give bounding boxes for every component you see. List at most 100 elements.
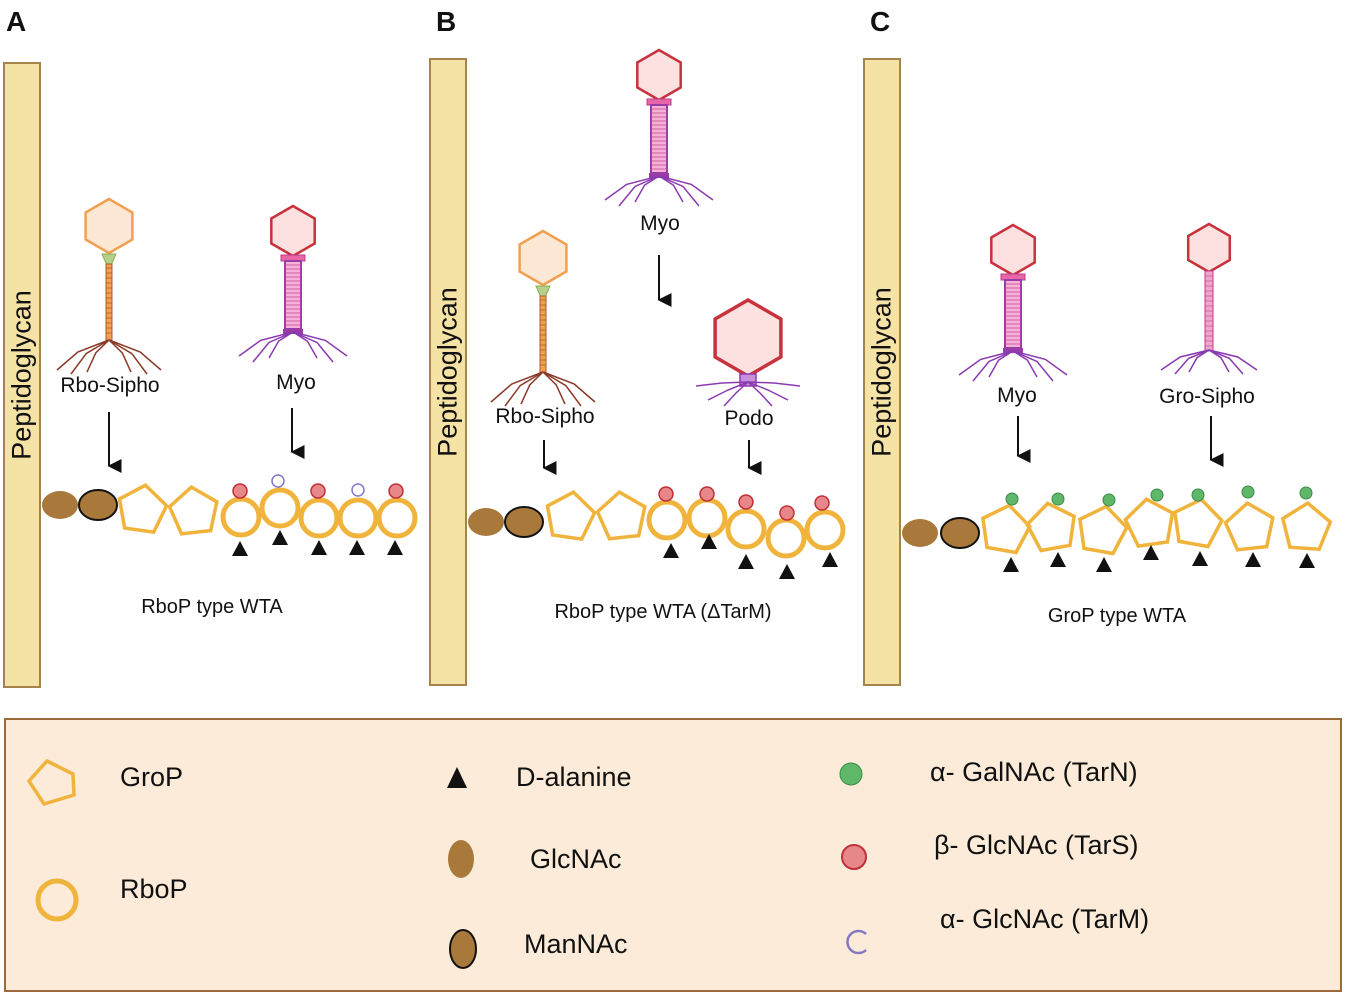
phage-rbo-sipho-b-capsid [518,229,568,287]
phage-podo-b-fiber [747,381,773,407]
d-alanine-triangle [311,540,327,555]
rbop-ring [686,497,728,539]
anchor-c-mannac [940,517,980,549]
phage-gro-sipho-c-capsid [1186,222,1232,274]
phage-myo-c-fiber [988,350,1014,378]
grop-pentagon [1123,497,1175,549]
legend-label-glcnac-tars: β- GlcNAc (TarS) [934,830,1139,860]
ring-icon [35,878,79,922]
panel-label-c: C [870,6,891,37]
legend-label-grop: GroP [120,762,184,792]
caption-b: RboP type WTA (ΔTarM) [554,601,772,623]
grop-pentagon [167,484,219,536]
phage-label-rbo-sipho-b: Rbo-Sipho [495,405,595,428]
d-alanine-triangle [1003,557,1019,572]
rbop-ring [725,508,767,550]
anchor-a-mannac [78,489,118,521]
phage-myo-a-fiber [252,331,294,363]
legend: GroP RboP D-alanine GlcNAc ManNAc α- Gal… [4,718,1342,992]
phage-rbo-sipho-b-fiber [542,371,566,405]
phage-rbo-sipho-b-fiber [490,371,544,403]
phage-podo-b-fiber [695,381,749,387]
grop-pentagon [117,483,169,535]
peptidoglycan-label-b: Peptidoglycan [432,287,463,457]
phage-myo-c-fiber [1012,350,1038,378]
d-alanine-triangle [387,540,403,555]
beta-glcnac-dot [779,505,795,521]
rbop-ring [646,499,688,541]
phage-myo-b-fiber [658,175,684,203]
phage-podo-b-fiber [707,381,749,401]
phage-gro-sipho-c-fiber [1174,349,1210,375]
d-alanine-triangle [272,530,288,545]
alpha-galnac-dot [1005,492,1019,506]
rbop-ring [376,497,418,539]
phage-myo-a-capsid [270,204,316,258]
rbop-ring [259,487,301,529]
phage-myo-b-fiber [604,175,660,201]
anchor-a-glcnac [42,491,78,519]
phage-myo-c-capsid [990,223,1036,277]
legend-label-galnac-tarn: α- GalNAc (TarN) [930,757,1138,787]
phage-myo-c-fiber [958,350,1014,376]
phage-rbo-sipho-b-fiber [542,371,596,403]
caption-c: GroP type WTA [1047,605,1187,627]
grop-pentagon [1280,500,1333,552]
anchor-b-mannac [504,506,544,538]
d-alanine-triangle [779,564,795,579]
d-alanine-triangle [349,540,365,555]
phage-gro-sipho-c-fiber [1208,349,1230,373]
phage-myo-c-fiber [1012,350,1068,376]
phage-gro-sipho-c-fiber [1208,349,1244,375]
phage-label-myo-c: Myo [997,384,1037,407]
green-dot-icon [839,762,863,786]
phage-rbo-sipho-b-fiber [504,371,544,407]
phage-myo-a-fiber [268,331,294,359]
phage-myo-b-baseplate [649,173,669,178]
phage-podo-b-fiber [723,381,749,407]
grop-pentagon [1077,504,1129,556]
beta-glcnac-dot [232,483,248,499]
d-alanine-triangle [1050,552,1066,567]
phage-myo-c-baseplate [1003,348,1023,353]
d-alanine-triangle [1245,552,1261,567]
phage-rbo-sipho-a-neck [101,253,117,272]
phage-label-rbo-sipho-a: Rbo-Sipho [60,374,160,397]
legend-label-mannac: ManNAc [524,929,628,959]
rbop-ring [804,509,846,551]
d-alanine-triangle [1143,545,1159,560]
phage-rbo-sipho-a-capsid [84,197,134,255]
beta-glcnac-dot [814,495,830,511]
phage-myo-c-fiber [972,350,1014,382]
grop-pentagon [1172,497,1224,549]
pentagon-icon [26,758,76,807]
rbop-ring [337,497,379,539]
phage-rbo-sipho-b-neck [535,285,551,304]
rbop-ring [765,517,807,559]
beta-glcnac-dot [658,486,674,502]
phage-podo-b-fiber [747,381,789,401]
legend-label-glcnac: GlcNAc [530,844,622,874]
phage-label-myo-a: Myo [276,371,316,394]
phage-podo-b-capsid [713,297,783,379]
phage-rbo-sipho-b-fiber [520,371,544,405]
alpha-glcnac-dot [351,483,365,497]
phage-myo-a-sheath [284,260,302,330]
phage-myo-b-sheath [650,104,668,174]
phage-myo-a-baseplate [283,329,303,334]
phage-myo-b-fiber [658,175,714,201]
d-alanine-triangle [1192,551,1208,566]
rbop-ring [220,496,262,538]
beta-glcnac-dot [388,483,404,499]
panel-label-b: B [436,6,457,37]
red-dot-icon [841,844,867,870]
phage-myo-c-fiber [1012,350,1054,382]
beta-glcnac-dot [310,483,326,499]
oval-icon [448,840,474,878]
phage-label-podo-b: Podo [724,407,774,430]
alpha-galnac-dot [1191,488,1205,502]
phage-label-myo-b: Myo [640,212,680,235]
phage-rbo-sipho-a-fiber [86,339,110,373]
peptidoglycan-wall-c: Peptidoglycan [863,58,901,686]
